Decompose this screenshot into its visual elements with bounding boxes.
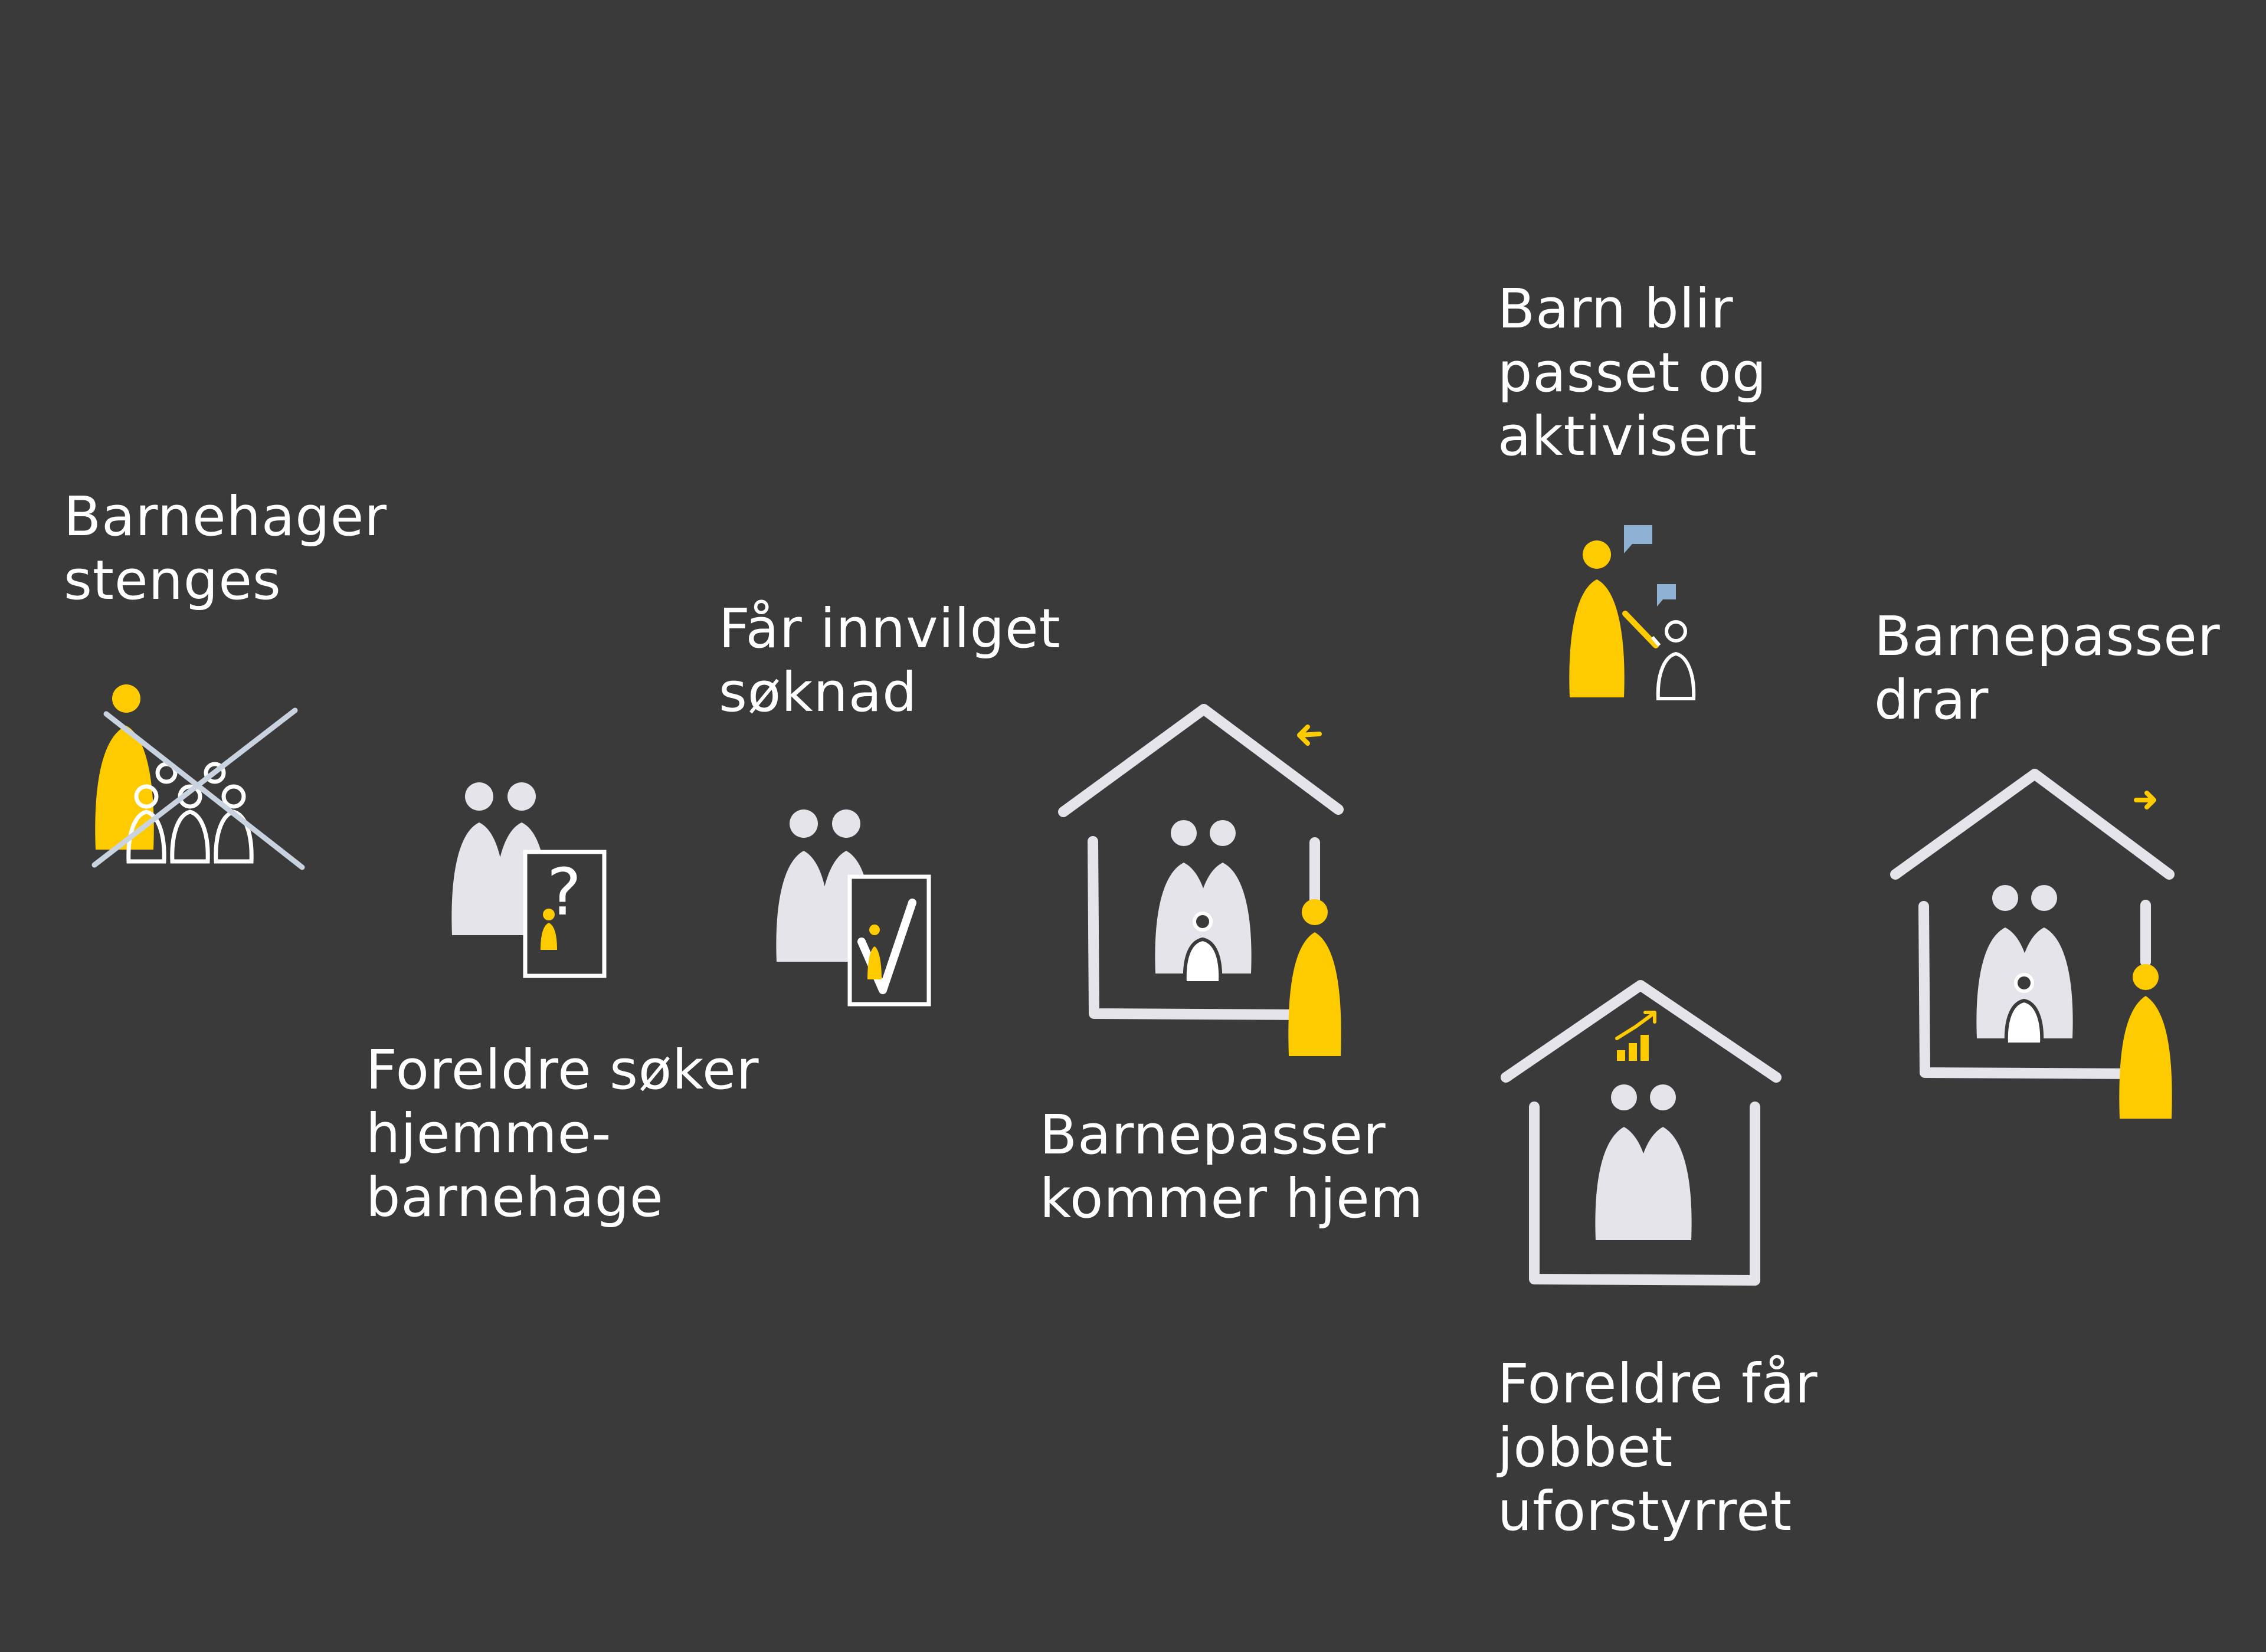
closed-kindergarten-icon [91,684,305,870]
chart-bars [1617,1035,1649,1061]
babysitter-with-child-icon [1569,525,1696,700]
step-label-kindergartens-closed: Barnehager stenges [64,485,388,612]
step-label-parents-apply: Foreldre søker hjemme- barnehage [366,1038,759,1229]
application-approved-icon [776,809,931,1007]
babysitter-arrives-house-icon [1058,704,1344,1056]
step-label-babysitter-arrives: Barnepasser kommer hjem [1040,1103,1424,1230]
parents-applying-icon: ? [451,782,607,978]
step-label-child-cared-for: Barn blir passet og aktivisert [1498,277,1767,468]
step-label-application-approved: Får innvilget søknad [719,597,1061,724]
step-label-parents-work: Foreldre får jobbet uforstyrret [1498,1352,1818,1543]
parents-working-house-icon [1501,980,1782,1286]
step-label-babysitter-leaves: Barnepasser drar [1874,605,2221,732]
babysitter-leaves-house-icon [1890,769,2175,1119]
